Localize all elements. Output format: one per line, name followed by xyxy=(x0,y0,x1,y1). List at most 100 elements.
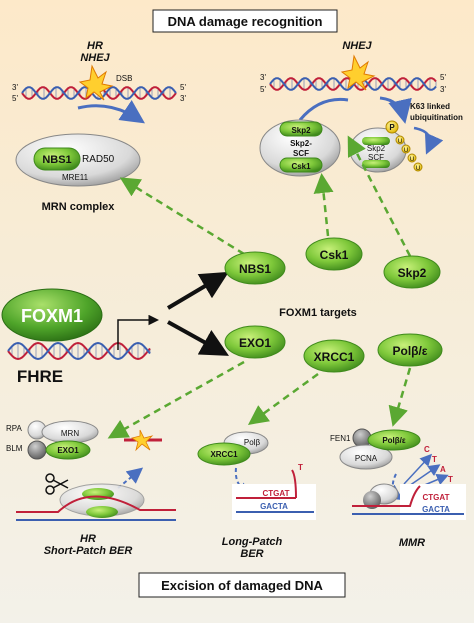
foxm1-label: FOXM1 xyxy=(21,306,83,326)
dna-strand-red xyxy=(352,485,421,507)
hr-label-bottom: HR xyxy=(80,533,96,545)
helix-strand xyxy=(7,341,151,361)
curve-arrow-icon xyxy=(298,97,349,121)
ubiquitin-icon xyxy=(413,162,423,172)
dsb-burst-icon xyxy=(340,54,376,91)
p-label: P xyxy=(389,123,395,132)
pol-be-node xyxy=(377,333,443,367)
dna-strand-red xyxy=(16,495,176,513)
fhre-label: FHRE xyxy=(17,367,63,386)
dsb-label: DSB xyxy=(116,74,132,83)
mmr-letter: T xyxy=(432,455,437,464)
csk1-label-small: Csk1 xyxy=(291,162,311,171)
helix-strand xyxy=(269,77,437,91)
excision-arrow-icon xyxy=(117,467,144,489)
u-label: U xyxy=(398,139,402,145)
footer-box xyxy=(138,572,346,598)
recruit-dashed-arrow xyxy=(313,173,334,237)
blm-protein xyxy=(27,440,47,460)
csk1-node xyxy=(305,237,363,271)
nbs1-node xyxy=(224,251,286,285)
mrn-label: MRN xyxy=(61,429,79,438)
helix-strand xyxy=(7,341,151,361)
xrcc1-label: XRCC1 xyxy=(314,350,355,364)
xrcc1-protein xyxy=(197,442,251,466)
ubiquitin-icon xyxy=(407,153,417,163)
scf-green-bar xyxy=(362,137,390,145)
nbs1-label: NBS1 xyxy=(239,262,271,276)
pol-be-label: Polβ/ε xyxy=(392,344,427,358)
skp2-node-small xyxy=(279,121,323,137)
csk1-label: Csk1 xyxy=(320,248,349,262)
target-arrow-icon xyxy=(166,271,229,310)
pcna-label: PCNA xyxy=(355,454,378,463)
ubiquitin-chain: U U U U xyxy=(395,135,423,172)
rpa-label: RPA xyxy=(6,424,23,433)
dna-helix-fhre xyxy=(7,341,151,361)
skp2-scf-label-line2: SCF xyxy=(293,149,309,158)
exo1-label: EXO1 xyxy=(239,336,271,350)
recruit-dashed-arrow xyxy=(247,372,319,425)
foxm1-node xyxy=(1,288,103,342)
nhej-label-top-right: NHEJ xyxy=(342,40,372,52)
ctgat-label-mmr: CTGAT xyxy=(423,493,450,502)
flap-strand xyxy=(291,469,297,499)
recruit-dashed-arrow xyxy=(347,135,412,257)
skp2-label: Skp2 xyxy=(398,266,427,280)
recruit-dashed-arrow xyxy=(119,177,245,256)
recruit-dashed-arrow xyxy=(107,360,245,439)
nbs1-label-top: NBS1 xyxy=(42,154,71,166)
pol-be-label-bottom: Polβ/ε xyxy=(382,436,406,445)
long-patch-label-line2: BER xyxy=(240,548,263,560)
footer-title: Excision of damaged DNA xyxy=(161,578,323,593)
helix-strand xyxy=(21,86,177,100)
mmr-flap-letters: C T A T xyxy=(424,445,453,484)
gacta-label-mmr: GACTA xyxy=(422,505,450,514)
strand-end-label: 3' xyxy=(440,85,446,94)
u-label: U xyxy=(404,148,408,154)
exo1-label-bottom: EXO1 xyxy=(57,446,79,455)
strand-end-label: 3' xyxy=(260,73,266,82)
excised-fragment xyxy=(124,429,162,452)
mmr-letter: A xyxy=(440,465,446,474)
t-label: T xyxy=(298,463,303,472)
scf-label-right: SCF xyxy=(368,153,384,162)
skp2-label-small: Skp2 xyxy=(291,126,311,135)
u-label: U xyxy=(416,166,420,172)
mre11-label: MRE11 xyxy=(62,173,89,182)
scissors-icon xyxy=(45,473,69,495)
pol-be-protein xyxy=(367,429,421,451)
mmr-letter: T xyxy=(448,475,453,484)
ber-dna-panel xyxy=(232,484,316,520)
ctgat-label: CTGAT xyxy=(263,489,290,498)
skp2-label-right: Skp2 xyxy=(367,144,386,153)
skp2-node xyxy=(383,255,441,289)
polb-label: Polβ xyxy=(244,438,261,447)
header-title: DNA damage recognition xyxy=(168,14,323,29)
promoter-arrow-icon xyxy=(117,314,159,350)
nbs1-node-top xyxy=(33,147,81,171)
k63-label-line2: ubiquitination xyxy=(410,113,463,122)
target-arrow-icon xyxy=(167,320,229,356)
fen1-label: FEN1 xyxy=(330,434,351,443)
xrcc1-label-bottom: XRCC1 xyxy=(210,450,238,459)
xrcc1-node xyxy=(303,339,365,373)
scf-green-bar xyxy=(362,160,390,168)
targets-label: FOXM1 targets xyxy=(279,307,357,319)
strand-end-label: 5' xyxy=(180,83,186,92)
strand-end-label: 3' xyxy=(12,83,18,92)
short-patch-ber-label: Short-Patch BER xyxy=(44,545,133,557)
ubiquitin-icon xyxy=(395,135,405,145)
recruit-dashed-arrow xyxy=(388,367,412,427)
rad50-label: RAD50 xyxy=(82,154,115,165)
recruit-arrow-icon xyxy=(77,100,145,124)
nhej-label-top-left: NHEJ xyxy=(80,52,110,64)
phospho-icon xyxy=(385,120,399,134)
csk1-node-small xyxy=(279,157,323,173)
pcna-protein xyxy=(339,444,393,470)
ubiquitination-arrow-icon xyxy=(413,126,444,155)
strand-end-label: 3' xyxy=(180,94,186,103)
long-patch-label-line1: Long-Patch xyxy=(222,536,283,548)
